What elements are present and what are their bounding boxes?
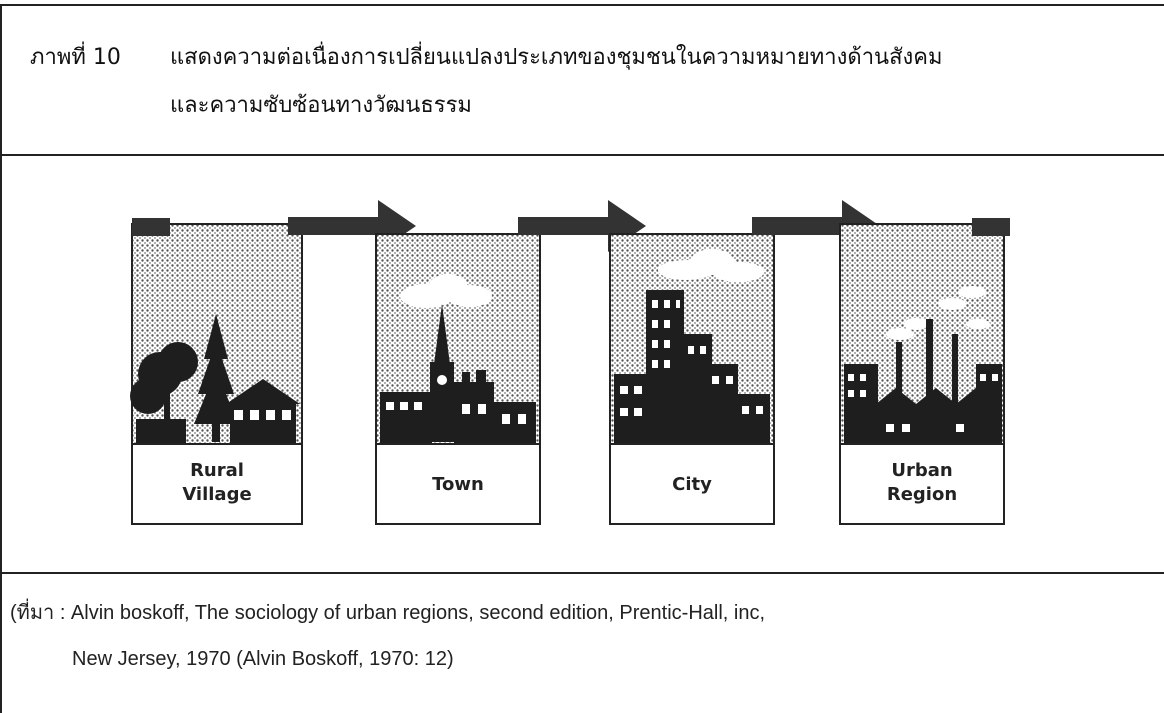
urban-label-1: Urban xyxy=(891,460,952,481)
town-label-1: Town xyxy=(432,474,484,495)
urban-smoke xyxy=(886,286,990,340)
source-line-2: New Jersey, 1970 (Alvin Boskoff, 1970: 1… xyxy=(72,648,454,670)
source-divider xyxy=(0,572,1164,574)
source-citation: (ที่มา : Alvin boskoff, The sociology of… xyxy=(10,590,765,682)
panel-urban-region: Urban Region xyxy=(839,218,1010,525)
document-frame: ภาพที่ 10 แสดงความต่อเนื่องการเปลี่ยนแปลง… xyxy=(0,4,1164,713)
urban-label-box xyxy=(839,443,1005,525)
top-divider xyxy=(0,4,1164,6)
rural-label-1: Rural xyxy=(190,460,244,481)
city-label-1: City xyxy=(672,474,712,495)
rural-start-tab xyxy=(132,218,170,236)
urban-end-tab xyxy=(972,218,1010,236)
urban-label-2: Region xyxy=(887,484,957,505)
rural-label-2: Village xyxy=(182,484,251,505)
caption-line-2: และความซับซ้อนทางวัฒนธรรม xyxy=(170,93,472,118)
figure-caption: ภาพที่ 10 แสดงความต่อเนื่องการเปลี่ยนแปลง… xyxy=(30,34,942,130)
panel-rural-village: Rural Village xyxy=(130,218,303,525)
town-label-box xyxy=(375,443,541,525)
community-stages-figure: Rural Village xyxy=(130,200,1010,525)
city-silhouette xyxy=(614,290,770,444)
left-border xyxy=(0,4,2,713)
rural-silhouette xyxy=(130,314,300,444)
urban-silhouette xyxy=(844,319,1002,444)
city-label-box xyxy=(609,443,775,525)
caption-line-1: ภาพที่ 10 แสดงความต่อเนื่องการเปลี่ยนแปลง… xyxy=(30,34,942,82)
city-cloud xyxy=(658,249,764,282)
town-silhouette xyxy=(380,304,536,444)
panel-town: Town xyxy=(375,233,541,525)
caption-text-1: แสดงความต่อเนื่องการเปลี่ยนแปลงประเภทของ… xyxy=(170,45,943,70)
town-cloud xyxy=(400,274,492,308)
figure-number: ภาพที่ 10 xyxy=(30,45,121,70)
caption-divider xyxy=(0,154,1164,156)
rural-label-box xyxy=(131,443,303,525)
panel-city: City xyxy=(609,233,775,525)
source-line-1: (ที่มา : Alvin boskoff, The sociology of… xyxy=(10,602,766,624)
